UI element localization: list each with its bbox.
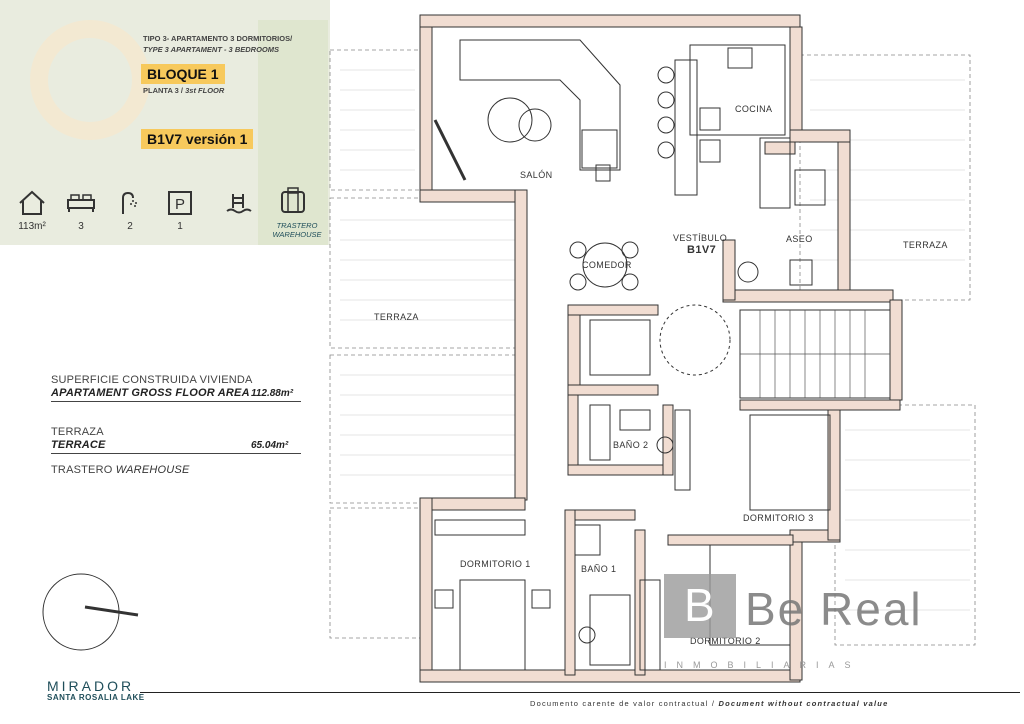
agency-name: Be Real bbox=[745, 583, 923, 635]
agency-logo-box bbox=[664, 574, 736, 638]
svg-text:P: P bbox=[175, 196, 185, 213]
room-dormitorio-3: DORMITORIO 3 bbox=[743, 513, 814, 523]
type-english: TYPE 3 APARTAMENT - 3 BEDROOMS bbox=[143, 45, 279, 54]
type-spanish: TIPO 3- APARTAMENTO 3 DORMITORIOS/ bbox=[143, 34, 293, 43]
project-name: MIRADOR bbox=[47, 678, 135, 694]
parking-icon: P bbox=[163, 188, 197, 218]
room-aseo: ASEO bbox=[786, 234, 813, 244]
feature-storage-label: TRASTERO WAREHOUSE bbox=[272, 221, 322, 239]
unit-label: B1V7 versión 1 bbox=[141, 129, 254, 149]
agency-subtitle: INMOBILIARIAS bbox=[664, 660, 861, 670]
brand-tree-graphic bbox=[258, 20, 328, 245]
room-dormitorio-2: DORMITORIO 2 bbox=[690, 636, 761, 646]
gross-area-value: 112.88m² bbox=[251, 388, 294, 399]
terrace-left-low bbox=[329, 507, 421, 639]
terrace-left-bot bbox=[329, 354, 521, 504]
pool-icon bbox=[222, 188, 256, 218]
house-icon bbox=[15, 188, 49, 218]
room-bano-1: BAÑO 1 bbox=[581, 564, 616, 574]
gross-area-label-en: APARTAMENT GROSS FLOOR AREA bbox=[51, 387, 250, 399]
room-salon: SALÓN bbox=[520, 170, 553, 180]
agency-logo-mark: B bbox=[684, 579, 715, 631]
unit-code: B1V7 bbox=[687, 244, 716, 256]
floor-plan: SALÓN COCINA COMEDOR VESTÍBULO B1V7 ASEO… bbox=[329, 14, 976, 683]
feature-bedrooms-value: 3 bbox=[78, 221, 84, 232]
feature-area-value: 113m² bbox=[18, 221, 46, 232]
block-label: BLOQUE 1 bbox=[141, 64, 225, 84]
brand-sun-graphic bbox=[30, 20, 150, 140]
bed-icon bbox=[64, 188, 98, 218]
gross-area-divider bbox=[51, 401, 301, 402]
disclaimer: Documento carente de valor contractual /… bbox=[530, 699, 889, 708]
terrace-divider bbox=[51, 453, 301, 454]
terrace-left-mid bbox=[329, 197, 521, 349]
floor-label: PLANTA 3 / 3st FLOOR bbox=[143, 86, 225, 95]
feature-parking-value: 1 bbox=[177, 221, 183, 232]
terrace-label-es: TERRAZA bbox=[51, 426, 104, 438]
room-cocina: COCINA bbox=[735, 104, 772, 114]
storage-line: TRASTERO WAREHOUSE bbox=[51, 464, 190, 476]
terrace-area-value: 65.04m² bbox=[251, 440, 289, 451]
feature-bathrooms-value: 2 bbox=[127, 221, 133, 232]
terrace-label-en: TERRACE bbox=[51, 439, 106, 451]
storage-icon bbox=[276, 186, 310, 216]
terrace-left-top bbox=[329, 49, 421, 191]
room-comedor: COMEDOR bbox=[582, 260, 632, 270]
gross-area-label-es: SUPERFICIE CONSTRUIDA VIVIENDA bbox=[51, 374, 253, 386]
room-terraza-left: TERRAZA bbox=[374, 312, 419, 322]
compass-icon bbox=[42, 573, 139, 651]
room-vestibulo: VESTÍBULO bbox=[673, 233, 727, 243]
project-subtitle: SANTA ROSALIA LAKE bbox=[47, 693, 145, 702]
footer-rule bbox=[140, 692, 1020, 693]
room-bano-2: BAÑO 2 bbox=[613, 440, 648, 450]
shower-icon bbox=[113, 188, 147, 218]
room-dormitorio-1: DORMITORIO 1 bbox=[460, 559, 531, 569]
room-terraza-right: TERRAZA bbox=[903, 240, 948, 250]
